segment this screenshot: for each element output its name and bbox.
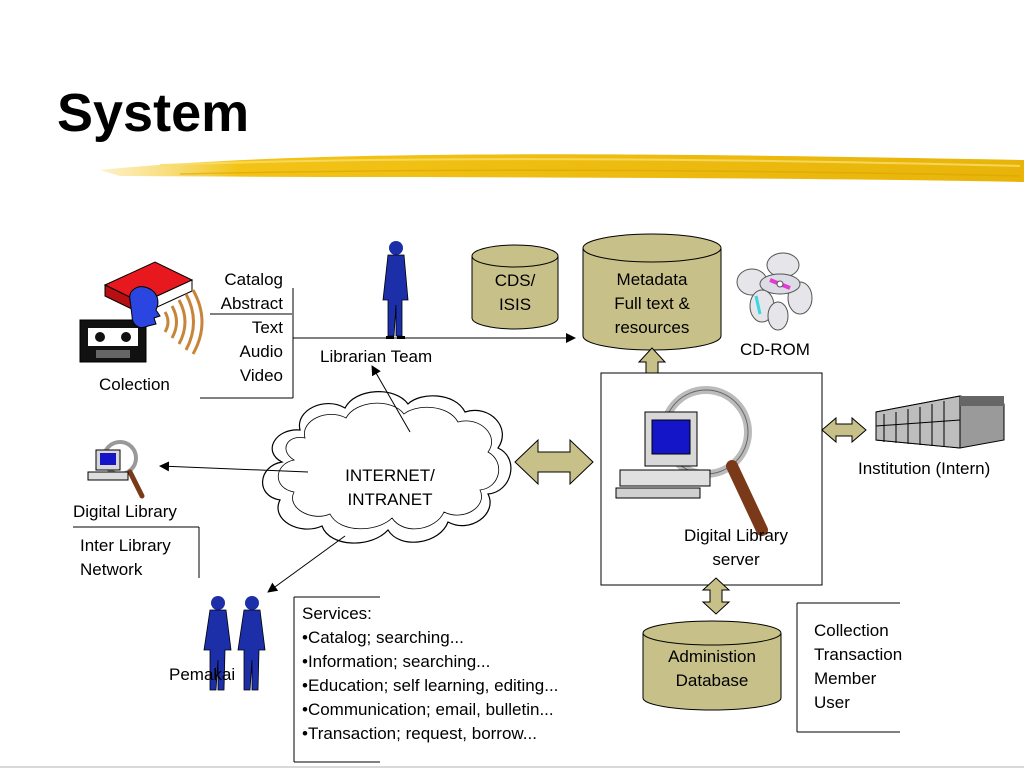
admin-item-transaction: Transaction [814, 645, 903, 664]
institution-label: Institution (Intern) [858, 459, 991, 478]
admin-items-list: Collection Transaction Member User [814, 619, 902, 715]
collection-item-text: Text [251, 318, 283, 337]
arrow-cloud-to-librarian [371, 365, 411, 433]
arrow-cloud-to-pemakai [267, 535, 346, 593]
services-item: •Education; self learning, editing... [302, 676, 559, 695]
cd-rom-label: CD-ROM [740, 340, 810, 359]
services-heading: Services: [302, 604, 372, 623]
collection-item-abstract: Abstract [220, 294, 283, 313]
network-line-1: Inter Library [80, 536, 171, 555]
server-line-2: server [712, 550, 760, 569]
cds-isis-line-1: CDS/ [494, 271, 536, 290]
services-item: •Catalog; searching... [302, 628, 464, 647]
metadata-line-1: Metadata [616, 270, 688, 289]
services-item: •Information; searching... [302, 652, 491, 671]
collection-label: Colection [99, 375, 170, 394]
admin-item-collection: Collection [814, 621, 889, 640]
internet-line-2: INTRANET [347, 490, 433, 509]
cds-isis-line-2: ISIS [498, 295, 532, 314]
admin-database-label: Administion Database [643, 645, 781, 693]
services-item: •Transaction; request, borrow... [302, 724, 537, 743]
double-arrow-server-institution [821, 416, 867, 444]
metadata-database-icon [582, 233, 722, 351]
metadata-line-3: resources [614, 318, 690, 337]
internet-label: INTERNET/ INTRANET [330, 464, 450, 512]
inter-library-network-label: Inter Library Network [80, 534, 171, 582]
slide-title: System [57, 83, 250, 143]
admin-db-line-1: Administion [668, 647, 756, 666]
admin-db-line-2: Database [675, 671, 749, 690]
internet-line-1: INTERNET/ [345, 466, 435, 485]
network-line-2: Network [80, 560, 143, 579]
brush-stroke-decoration [100, 154, 1024, 182]
arrow-cloud-to-digital-library [159, 461, 309, 473]
pemakai-persons-icon [203, 596, 266, 691]
institution-building-icon [875, 395, 1005, 449]
services-list: Services: •Catalog; searching... •Inform… [302, 602, 558, 746]
server-label: Digital Library server [668, 524, 804, 572]
collection-item-video: Video [239, 366, 283, 385]
pemakai-label: Pemakai [169, 665, 236, 684]
internet-cloud [262, 391, 512, 544]
server-computer-magnifier-icon [615, 386, 768, 536]
cds-isis-database-icon [471, 244, 559, 330]
digital-library-label: Digital Library [73, 502, 177, 521]
cd-rom-icon [736, 252, 813, 331]
admin-item-user: User [814, 693, 850, 712]
admin-database-icon [642, 620, 782, 711]
collection-item-audio: Audio [239, 342, 283, 361]
librarian-person-icon [382, 241, 409, 339]
double-arrow-internet-server [514, 438, 594, 486]
listening-head-icon [129, 286, 204, 355]
admin-item-member: Member [814, 669, 877, 688]
metadata-line-2: Full text & [614, 294, 690, 313]
services-item: •Communication; email, bulletin... [302, 700, 554, 719]
collection-item-catalog: Catalog [224, 270, 283, 289]
librarian-label: Librarian Team [320, 347, 433, 366]
cassette-icon [79, 319, 147, 363]
digital-library-computer-icon [87, 440, 145, 499]
double-arrow-server-admin [701, 577, 731, 615]
metadata-label: Metadata Full text & resources [583, 268, 721, 340]
server-line-1: Digital Library [684, 526, 788, 545]
cds-isis-label: CDS/ ISIS [472, 269, 558, 317]
